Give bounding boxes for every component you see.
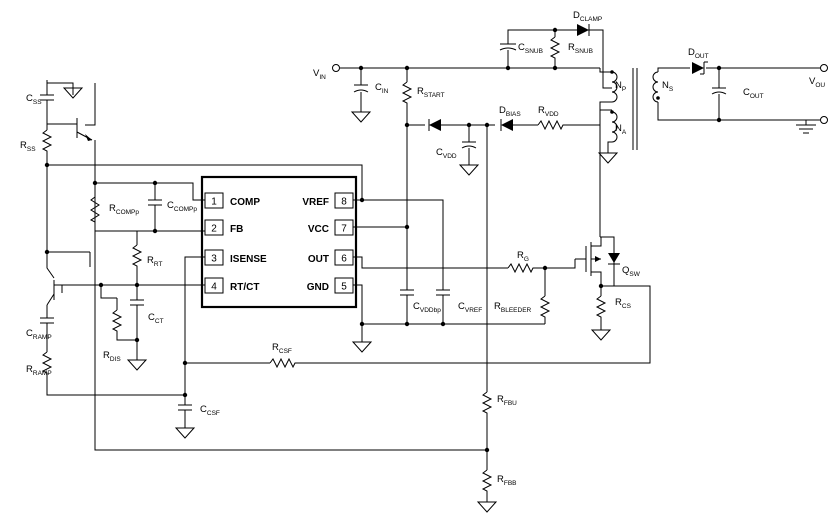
d-out-label: DOUT bbox=[688, 47, 709, 60]
r-csf-label: RCSF bbox=[272, 342, 292, 355]
pin-fb-label: FB bbox=[230, 224, 243, 235]
pin-5-number: 5 bbox=[341, 282, 347, 293]
vin-terminal bbox=[332, 64, 340, 72]
n-p-label: NP bbox=[615, 80, 626, 93]
vout-neg-terminal bbox=[820, 116, 828, 124]
d-bias-label: DBIAS bbox=[499, 105, 521, 118]
wires bbox=[40, 29, 820, 502]
junction-dots bbox=[44, 27, 722, 453]
pin-7-number: 7 bbox=[341, 224, 347, 235]
d-clamp-label: DCLAMP bbox=[573, 10, 602, 23]
r-vdd-label: RVDD bbox=[538, 105, 559, 118]
c-csf-label: CCSF bbox=[200, 404, 220, 417]
c-ss-label: CSS bbox=[26, 93, 42, 106]
pin-out-label: OUT bbox=[308, 254, 329, 265]
ground-gnd bbox=[351, 341, 373, 353]
ic-body bbox=[200, 175, 358, 309]
c-comp-label: CCOMPp bbox=[167, 200, 197, 213]
ground-secondary bbox=[796, 124, 816, 134]
ground-symbols bbox=[62, 87, 816, 513]
c-vdd-label: CVDD bbox=[436, 147, 457, 160]
pin-vref-label: VREF bbox=[302, 197, 329, 208]
pin-comp-label: COMP bbox=[230, 197, 260, 208]
pin-3-number: 3 bbox=[211, 254, 217, 265]
vout-pos-terminal bbox=[820, 64, 828, 72]
c-ramp-label: CRAMP bbox=[26, 328, 52, 341]
ground-cin bbox=[350, 111, 372, 123]
c-in-label: CIN bbox=[375, 82, 389, 95]
component-labels: VIN VOU CSS RSS RCOMPp CCOMPp RRT CCT RD… bbox=[20, 10, 825, 487]
pin-rtct-label: RT/CT bbox=[230, 282, 259, 293]
r-snub-label: RSNUB bbox=[568, 42, 593, 55]
r-cs-label: RCS bbox=[615, 297, 632, 310]
ground-rcs bbox=[590, 329, 612, 341]
ground-ct bbox=[126, 359, 148, 371]
vin-label: VIN bbox=[313, 68, 326, 81]
r-comp-label: RCOMPp bbox=[109, 203, 139, 216]
c-vddbp-label: CVDDbp bbox=[413, 301, 441, 314]
r-fbb-label: RFBB bbox=[497, 474, 517, 487]
mosfet-arrow bbox=[595, 256, 601, 262]
ground-ccsf bbox=[174, 427, 196, 439]
diodes bbox=[85, 24, 708, 265]
r-fbu-label: RFBU bbox=[497, 394, 517, 407]
ground-rfbb bbox=[476, 501, 498, 513]
body-diode-symbol bbox=[608, 253, 620, 263]
q-sw-label: QSW bbox=[622, 265, 641, 278]
c-snub-label: CSNUB bbox=[518, 42, 543, 55]
n-a-label: NA bbox=[615, 123, 627, 136]
n-s-label: NS bbox=[662, 80, 674, 93]
pin-1-number: 1 bbox=[211, 197, 217, 208]
controller-ic: 1 2 3 4 8 7 6 5 COMP FB ISENSE RT/CT VRE… bbox=[200, 175, 358, 309]
c-vref-label: CVREF bbox=[458, 301, 482, 314]
r-ramp-label: RRAMP bbox=[26, 364, 52, 377]
r-rt-label: RRT bbox=[147, 255, 162, 268]
pin-vcc-label: VCC bbox=[308, 224, 329, 235]
r-g-label: RG bbox=[517, 250, 529, 263]
pin-isense-label: ISENSE bbox=[230, 254, 267, 265]
pin-4-number: 4 bbox=[211, 282, 217, 293]
d-bias-symbol bbox=[501, 119, 513, 131]
r-dis-label: RDIS bbox=[103, 350, 121, 363]
r-ss-label: RSS bbox=[20, 140, 36, 153]
c-out-label: COUT bbox=[743, 87, 764, 100]
d-out-symbol bbox=[692, 62, 704, 74]
pin-8-number: 8 bbox=[341, 197, 347, 208]
qss-emitter-arrow bbox=[85, 134, 92, 141]
r-start-label: RSTART bbox=[417, 86, 445, 99]
d-clamp-symbol bbox=[577, 24, 589, 36]
ground-css bbox=[62, 87, 84, 99]
ground-na bbox=[597, 152, 619, 164]
d-bias-in-symbol bbox=[429, 119, 441, 131]
pin-2-number: 2 bbox=[211, 224, 217, 235]
vout-label: VOU bbox=[809, 76, 825, 89]
r-bleeder-label: RBLEEDER bbox=[494, 301, 532, 314]
pin-gnd-label: GND bbox=[307, 282, 329, 293]
c-ct-label: CCT bbox=[148, 312, 164, 325]
pin-6-number: 6 bbox=[341, 254, 347, 265]
ground-cvdd bbox=[458, 164, 480, 176]
